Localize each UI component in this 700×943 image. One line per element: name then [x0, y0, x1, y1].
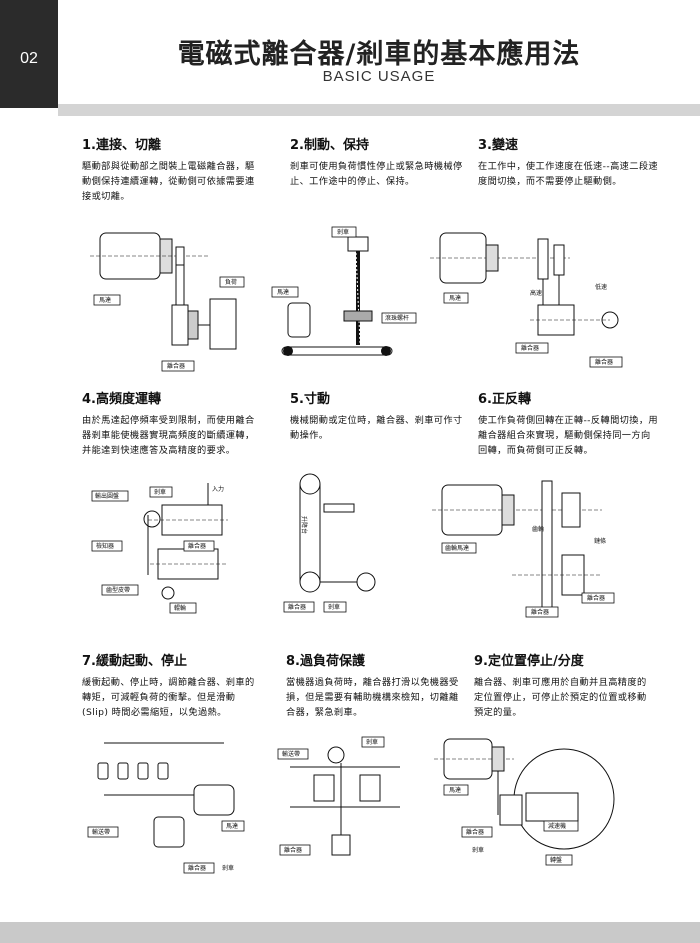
label-motor	[93, 294, 121, 306]
section-6: 6.正反轉 使工作負荷側回轉在正轉--反轉間切換，用離合器組合來實現，驅動側保持…	[478, 388, 658, 458]
label-clutch3b-text: 離合器	[595, 358, 613, 366]
section-1: 1.連接、切離 驅動部與從動部之間裝上電磁離合器，驅動側保持連續運轉，從動側可依…	[82, 134, 262, 204]
section-9-text: 離合器、剎車可應用於自動并且高精度的定位置停止，可停止於預定的位置或移動預定的量…	[474, 677, 647, 718]
section-4-text: 由於馬達起停頻率受到限制，而使用離合器剎車能使機器實現高頻度的斷續運轉，并能達到…	[82, 415, 255, 456]
label-conveyor-text: 輸送帶	[92, 828, 110, 836]
diagram-connect: 馬達 負荷 離合器	[90, 232, 245, 372]
diagram-inching: 升降台 離合器 剎車	[283, 473, 376, 613]
page-title: 電磁式離合器/剎車的基本應用法	[177, 39, 581, 70]
label-brake-text: 剎車	[337, 228, 349, 236]
section-5-text: 機械開動或定位時，離合器、剎車可作寸動操作。	[290, 415, 463, 441]
section-6-text: 使工作負荷側回轉在正轉--反轉間切換，用離合器組合來實現，驅動側保持同一方向回轉…	[478, 415, 659, 456]
label-chain-text: 鏈條	[594, 537, 606, 545]
section-4: 4.高頻度運轉 由於馬達起停頻率受到限制，而使用離合器剎車能使機器實現高頻度的斷…	[82, 388, 262, 458]
label-clutch4-text: 離合器	[188, 542, 206, 550]
label-belt-text: 齒型皮帶	[106, 586, 130, 594]
header-bar	[58, 104, 700, 116]
label-clutch5-text: 離合器	[288, 603, 306, 611]
diagram-high-frequency: 輸出圓盤 剎車 入力 檢知器 離合器 齒型皮帶 輥輪	[91, 483, 228, 614]
page-number-tab: 02	[0, 0, 58, 108]
diagram-positioning: 馬達 減速機 離合器 剎車 轉盤	[434, 738, 615, 866]
label-clutch9-text: 離合器	[466, 828, 484, 836]
section-7-text: 緩衝起動、停止時，調節離合器、剎車的轉矩，可減輕負荷的衝擊。但是滑動 (Slip…	[82, 677, 255, 718]
section-7: 7.緩動起動、停止 緩衝起動、停止時，調節離合器、剎車的轉矩，可減輕負荷的衝擊。…	[82, 650, 262, 720]
page-number: 02	[20, 50, 38, 67]
diagram-forward-reverse: 齒輪馬達 齒輪 鏈條 離合器 離合器	[432, 480, 615, 618]
label-turntable-text: 轉盤	[550, 856, 562, 864]
section-9-title: 9.定位置停止/分度	[474, 654, 584, 669]
section-5: 5.寸動 機械開動或定位時，離合器、剎車可作寸動操作。	[290, 388, 470, 443]
section-2: 2.制動、保持 剎車可使用負荷慣性停止或緊急時機械停止、工作途中的停止、保持。	[290, 134, 470, 189]
section-2-text: 剎車可使用負荷慣性停止或緊急時機械停止、工作途中的停止、保持。	[290, 161, 463, 187]
label-clutch8-text: 離合器	[284, 846, 302, 854]
label-wheel-text: 輸出圓盤	[95, 492, 119, 500]
label-reducer-text: 減速機	[548, 822, 566, 830]
section-3-title: 3.變速	[478, 138, 518, 153]
label-brake9-text: 剎車	[472, 846, 484, 854]
label-brake5-text: 剎車	[328, 603, 340, 611]
section-1-title: 1.連接、切離	[82, 138, 161, 153]
section-8: 8.過負荷保護 當機器過負荷時，離合器打滑以免機器受損，但是需要有輔助機構來檢知…	[286, 650, 466, 720]
label-ballscrew-text: 滾珠螺杆	[385, 314, 409, 322]
section-6-title: 6.正反轉	[478, 392, 531, 407]
page-subtitle: BASIC USAGE	[322, 68, 436, 85]
footer-bar	[0, 922, 700, 943]
diagram-speed-change: 馬達 高速 低速 離合器 離合器	[430, 232, 623, 368]
label-gearmotor-text: 齒輪馬達	[445, 544, 469, 552]
section-5-title: 5.寸動	[290, 392, 330, 407]
section-8-title: 8.過負荷保護	[286, 654, 365, 669]
label-clutch6a-text: 離合器	[531, 608, 549, 616]
label-clutch3a-text: 離合器	[521, 344, 539, 352]
section-4-title: 4.高頻度運轉	[82, 392, 161, 407]
label-clutch6b-text: 離合器	[587, 594, 605, 602]
label-clutch-text: 離合器	[167, 362, 185, 370]
section-2-title: 2.制動、保持	[290, 138, 369, 153]
label-roller-text: 輥輪	[174, 604, 186, 612]
label-brake7-text: 剎車	[222, 864, 234, 872]
section-1-text: 驅動部與從動部之間裝上電磁離合器，驅動側保持連續運轉，從動側可依據需要連接或切離…	[82, 161, 255, 202]
section-3-text: 在工作中，使工作速度在低速--高速二段速度間切換，而不需要停止驅動側。	[478, 161, 659, 187]
label-motor2-text: 馬達	[277, 288, 289, 296]
label-brake8-text: 剎車	[366, 738, 378, 746]
label-motor-text: 馬達	[99, 296, 111, 304]
label-motor7-text: 馬達	[226, 822, 238, 830]
label-sensor-text: 檢知器	[96, 542, 114, 550]
label-lift-text: 升降台	[300, 516, 308, 534]
section-8-text: 當機器過負荷時，離合器打滑以免機器受損，但是需要有輔助機構來檢知，切離離合器，緊…	[286, 677, 459, 718]
diagram-brake-hold: 剎車 馬達 滾珠螺杆	[271, 226, 417, 356]
diagram-overload: 剎車 輸送帶 離合器	[277, 736, 400, 856]
diagram-soft-start: 輸送帶 馬達 離合器 剎車	[87, 742, 245, 874]
label-motor3-text: 馬達	[449, 294, 461, 302]
label-input-text: 入力	[212, 485, 224, 493]
section-9: 9.定位置停止/分度 離合器、剎車可應用於自動并且高精度的定位置停止，可停止於預…	[474, 650, 654, 720]
label-conveyor8-text: 輸送帶	[282, 750, 300, 758]
label-clutch7-text: 離合器	[188, 864, 206, 872]
label-motor9-text: 馬達	[449, 786, 461, 794]
section-3: 3.變速 在工作中，使工作速度在低速--高速二段速度間切換，而不需要停止驅動側。	[478, 134, 658, 189]
label-load-text: 負荷	[225, 278, 237, 286]
section-7-title: 7.緩動起動、停止	[82, 654, 187, 669]
label-low-text: 低速	[595, 283, 607, 291]
label-high-text: 高速	[530, 289, 542, 297]
label-gear-text: 齒輪	[532, 525, 544, 533]
label-brake4-text: 剎車	[154, 488, 166, 496]
